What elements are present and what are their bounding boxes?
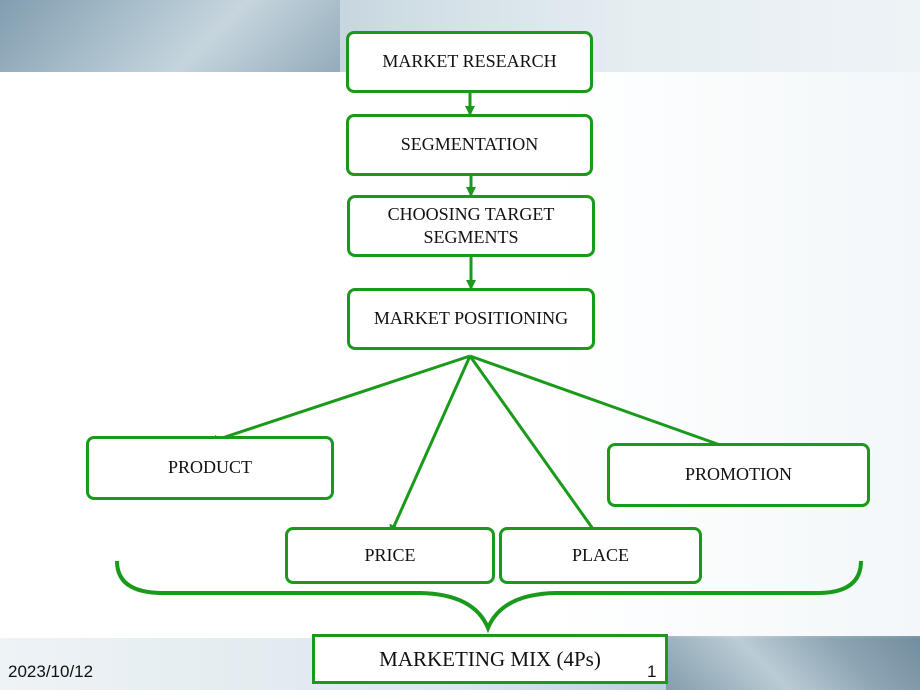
arrow-positioning-to-product bbox=[208, 354, 471, 445]
footer-photo-image bbox=[666, 636, 920, 690]
node-label-line2: SEGMENTS bbox=[423, 227, 519, 247]
node-place: PLACE bbox=[499, 527, 702, 584]
node-label: MARKET POSITIONING bbox=[373, 308, 569, 329]
node-label: PLACE bbox=[571, 544, 629, 565]
node-choosing-target-segments: CHOOSING TARGET SEGMENTS bbox=[347, 195, 595, 257]
node-market-research: MARKET RESEARCH bbox=[346, 31, 593, 93]
arrow-positioning-to-place bbox=[468, 355, 600, 538]
footer-date: 2023/10/12 bbox=[8, 662, 94, 681]
node-label: PRODUCT bbox=[167, 457, 252, 478]
arrow-positioning-to-promotion bbox=[469, 354, 739, 454]
marketing-mix-label: MARKETING MIX (4Ps) bbox=[379, 646, 601, 671]
node-market-positioning: MARKET POSITIONING bbox=[347, 288, 595, 350]
node-label: PROMOTION bbox=[684, 464, 792, 485]
header-photo-image bbox=[0, 0, 340, 72]
marketing-mix-brace bbox=[115, 560, 863, 634]
arrow-positioning-to-price bbox=[389, 355, 472, 535]
node-label: MARKET RESEARCH bbox=[382, 51, 557, 72]
node-price: PRICE bbox=[285, 527, 495, 584]
node-segmentation: SEGMENTATION bbox=[346, 114, 593, 176]
page-number: 1 bbox=[647, 662, 657, 681]
node-product: PRODUCT bbox=[86, 436, 334, 500]
node-label: SEGMENTATION bbox=[400, 134, 539, 155]
marketing-mix-box: MARKETING MIX (4Ps) bbox=[312, 634, 668, 684]
node-label: PRICE bbox=[364, 544, 416, 565]
node-label-line1: CHOOSING TARGET bbox=[387, 203, 555, 224]
node-promotion: PROMOTION bbox=[607, 443, 870, 507]
